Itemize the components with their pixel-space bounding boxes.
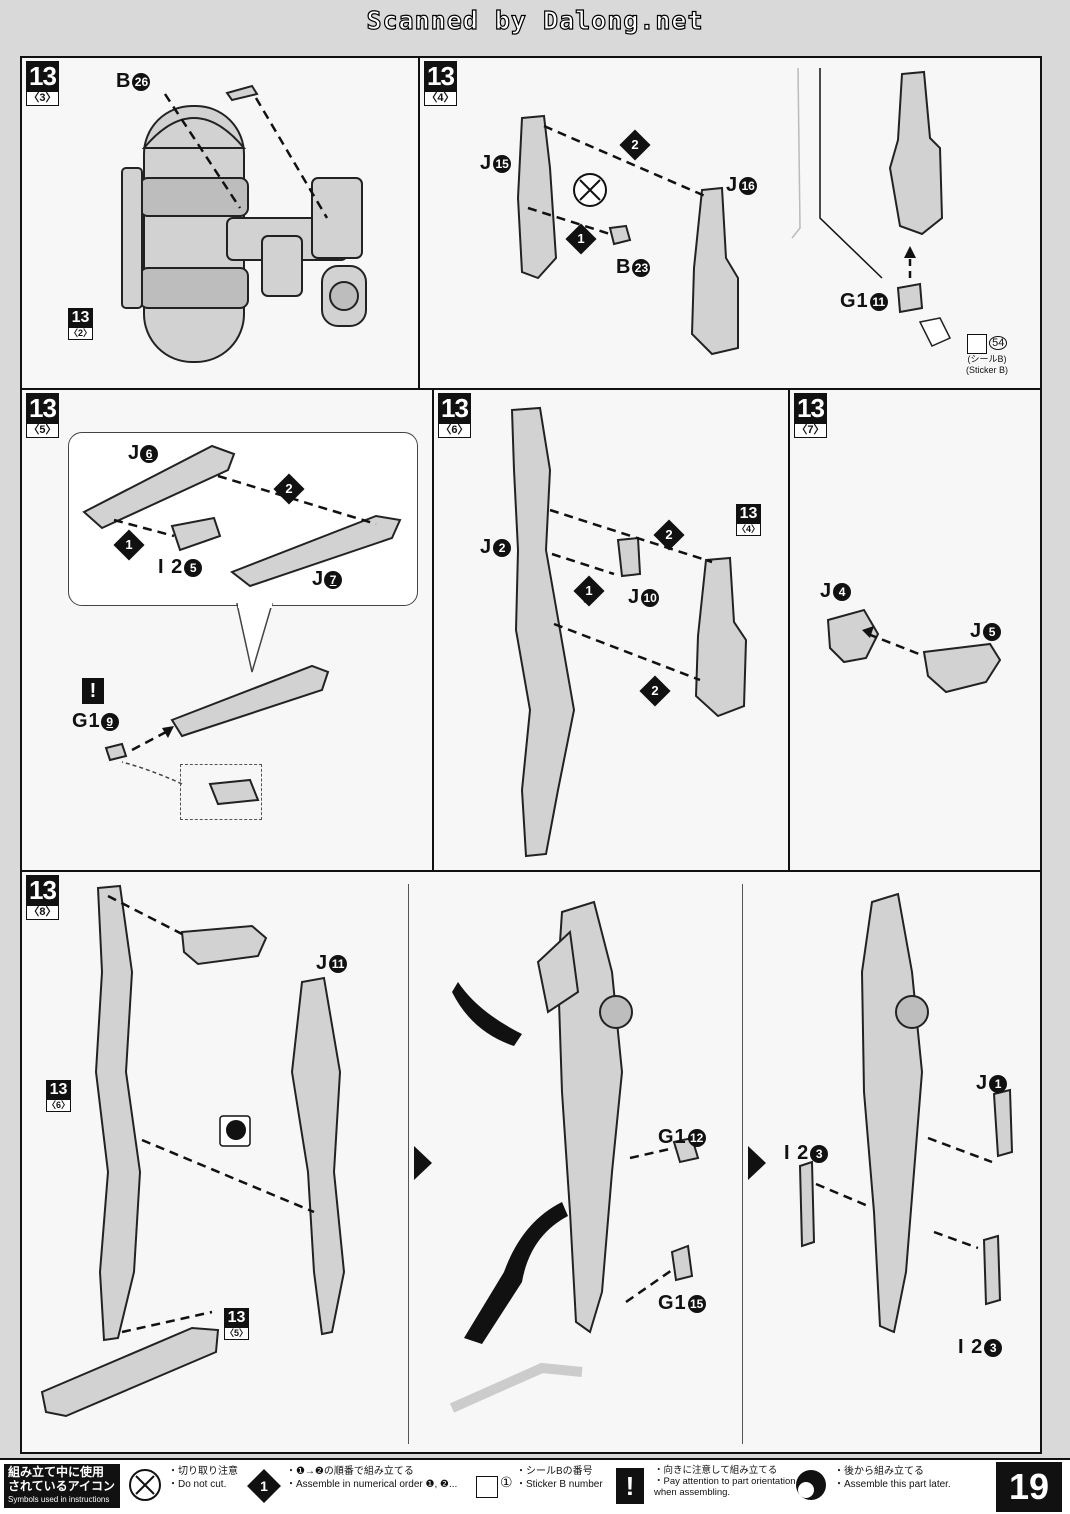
backpack-assembly-illustration bbox=[121, 84, 367, 363]
page-number: 19 bbox=[996, 1462, 1062, 1512]
step-badge: 13〈4〉 bbox=[424, 61, 457, 106]
sticker-number: 54 bbox=[989, 336, 1008, 351]
reference-13-4: 13〈4〉 bbox=[736, 504, 762, 536]
watermark: Scanned by Dalong.net bbox=[366, 5, 704, 35]
step-badge: 13〈5〉 bbox=[26, 393, 59, 438]
exclamation-icon: ! bbox=[616, 1468, 644, 1504]
legend-do-not-cut: ・切り取り注意・Do not cut. bbox=[128, 1464, 238, 1508]
reference-13-5: 13〈5〉 bbox=[224, 1308, 250, 1340]
wing-assembly-illustration bbox=[82, 444, 402, 806]
step-badge: 13〈3〉 bbox=[26, 61, 59, 106]
order-marker-1: 1 bbox=[565, 223, 597, 255]
leg-frame-assembly-illustration bbox=[510, 406, 748, 858]
assemble-later-icon bbox=[796, 1470, 826, 1500]
orientation-warning-icon: ! bbox=[82, 678, 104, 704]
step-flow-arrow-1 bbox=[414, 1146, 432, 1180]
order-marker-2: 2 bbox=[619, 129, 651, 161]
orientation-detail-box bbox=[180, 764, 262, 820]
reference-13-6: 13〈6〉 bbox=[46, 1080, 72, 1112]
order-marker-1: 1 bbox=[573, 575, 605, 607]
section-divider-2 bbox=[742, 884, 743, 1444]
order-marker-2: 2 bbox=[273, 473, 305, 505]
sticker-icon bbox=[966, 334, 987, 354]
legend-assemble-later: ・後から組み立てる・Assemble this part later. bbox=[794, 1464, 951, 1508]
order-marker-1: 1 bbox=[113, 529, 145, 561]
step-badge: 13〈6〉 bbox=[438, 393, 471, 438]
sticker-b-note: 54 (シールB) (Sticker B) bbox=[966, 334, 1008, 376]
order-marker-2b: 2 bbox=[639, 675, 671, 707]
order-marker-2a: 2 bbox=[653, 519, 685, 551]
symbol-legend-footer: 組み立て中に使用 されているアイコン Symbols used in instr… bbox=[0, 1458, 1070, 1514]
legend-sticker-number: ① ・シールBの番号・Sticker B number bbox=[476, 1464, 610, 1508]
do-not-cut-icon bbox=[129, 1469, 161, 1501]
leg-final-assembly-illustration bbox=[40, 884, 1014, 1418]
section-divider-1 bbox=[408, 884, 409, 1444]
sticker-icon bbox=[476, 1476, 498, 1498]
legend-part-orientation: ! ・向きに注意して組み立てる・Pay attention to part or… bbox=[616, 1464, 796, 1508]
step-badge: 13〈8〉 bbox=[26, 875, 59, 920]
step-flow-arrow-2 bbox=[748, 1146, 766, 1180]
thruster-assembly-illustration bbox=[826, 608, 1002, 694]
order-diamond-icon: 1 bbox=[247, 1469, 281, 1503]
legend-assembly-order: 1 ・❶→❷の順番で組み立てる・Assemble in numerical or… bbox=[246, 1464, 468, 1508]
legend-title: 組み立て中に使用 されているアイコン Symbols used in instr… bbox=[4, 1464, 120, 1508]
step-badge: 13〈7〉 bbox=[794, 393, 827, 438]
arm-parts-illustration bbox=[516, 67, 952, 356]
reference-13-2: 13〈2〉 bbox=[68, 308, 94, 340]
